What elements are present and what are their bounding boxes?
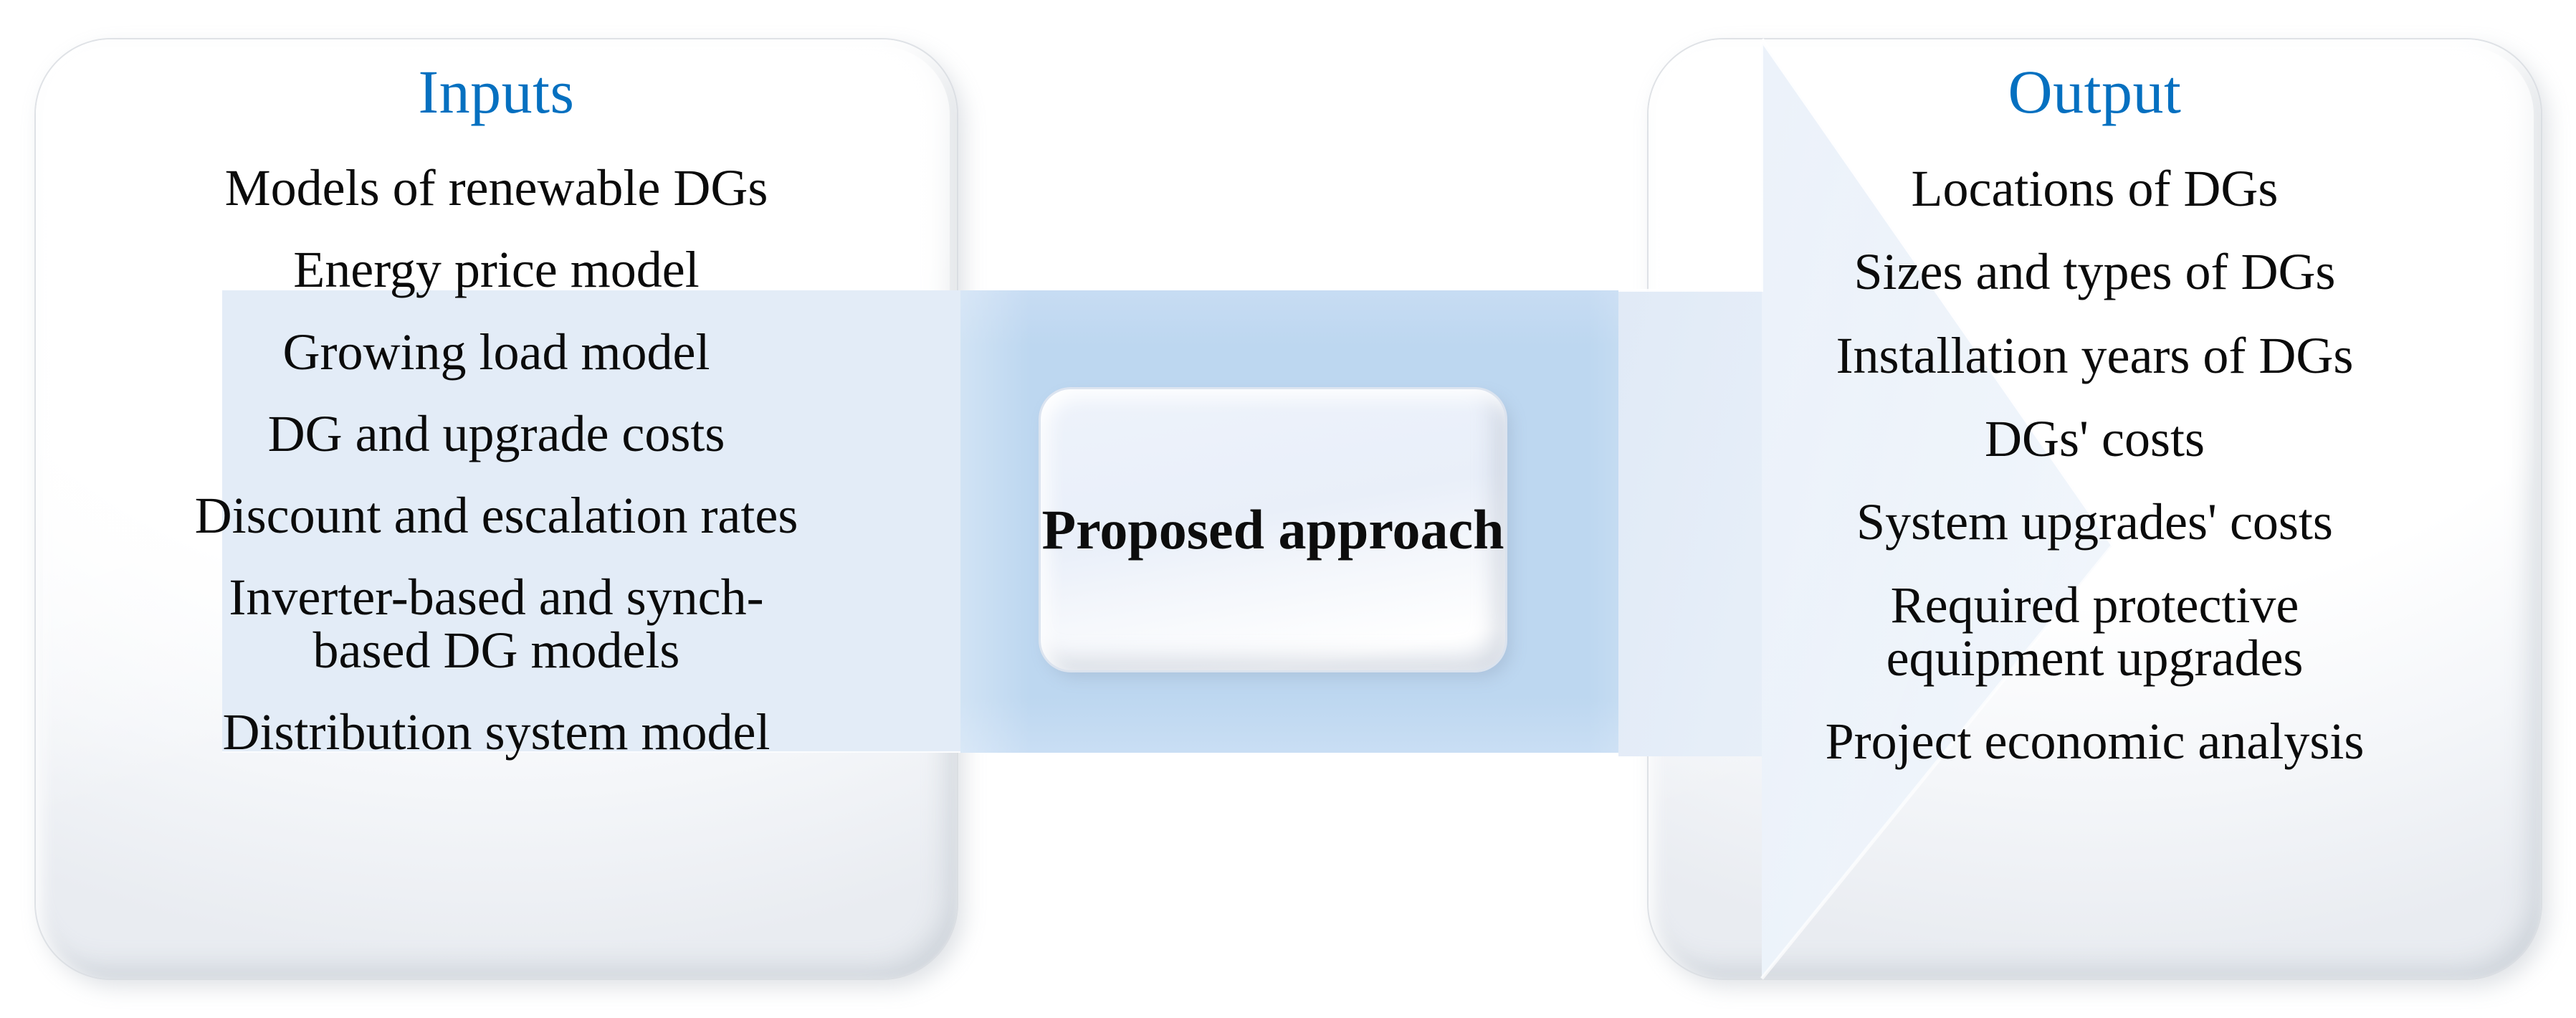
output-item-dgs-costs: DGs' costs <box>1985 409 2205 467</box>
output-heading: Output <box>2008 57 2182 126</box>
output-item-locations-of-dgs: Locations of DGs <box>1911 160 2279 217</box>
output-text-column: Output Locations of DGs Sizes and types … <box>1656 61 2534 784</box>
proposed-approach-label: Proposed approach <box>1041 498 1504 561</box>
output-item-required-protective-equipment-upgrades: Required protective equipment upgrades <box>1886 576 2304 688</box>
inputs-item-inverter-and-synch-based-dg-models: Inverter-based and synch- based DG model… <box>229 568 764 680</box>
output-arrow-icon <box>1618 38 2115 980</box>
inputs-item-dg-and-upgrade-costs: DG and upgrade costs <box>267 404 725 462</box>
output-item-sizes-and-types-of-dgs: Sizes and types of DGs <box>1854 243 2336 301</box>
inputs-blue-wash <box>222 290 962 753</box>
inputs-text-column: Inputs Models of renewable DGs Energy pr… <box>43 61 950 774</box>
output-item-installation-years-of-dgs: Installation years of DGs <box>1836 326 2354 384</box>
inputs-item-models-of-renewable-dgs: Models of renewable DGs <box>224 159 768 217</box>
inputs-heading: Inputs <box>418 57 575 126</box>
output-item-project-economic-analysis: Project economic analysis <box>1825 713 2365 771</box>
output-item-system-upgrades-costs: System upgrades' costs <box>1856 493 2333 551</box>
proposed-approach-box: Proposed approach <box>1041 389 1505 670</box>
inputs-item-growing-load-model: Growing load model <box>282 323 710 381</box>
inputs-item-energy-price-model: Energy price model <box>293 241 700 299</box>
inputs-item-distribution-system-model: Distribution system model <box>222 703 771 761</box>
inputs-item-discount-and-escalation-rates: Discount and escalation rates <box>194 487 798 545</box>
